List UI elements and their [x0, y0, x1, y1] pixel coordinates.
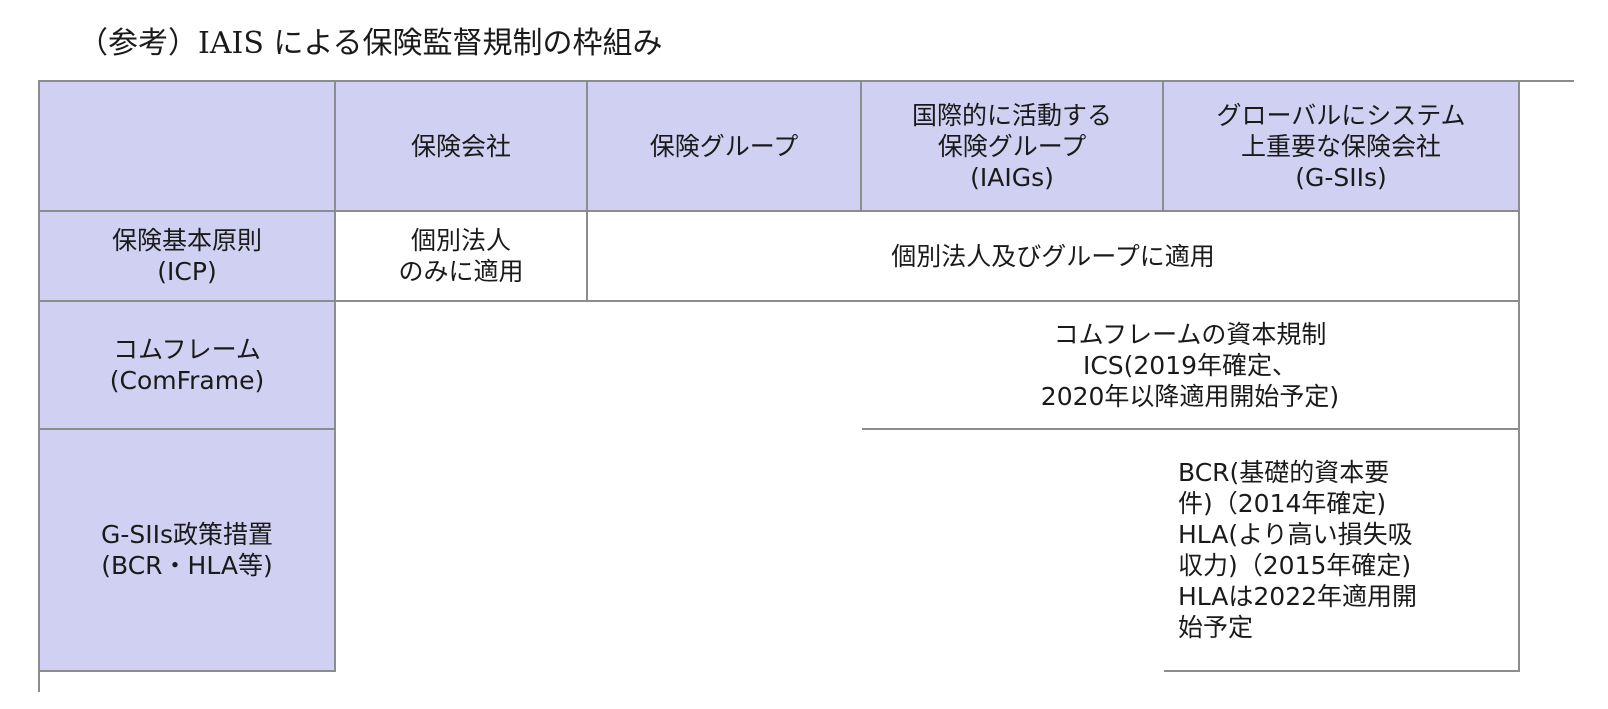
row-label-gsii-measures: G-SIIs政策措置 (BCR・HLA等) [40, 430, 336, 672]
row-label-comframe: コムフレーム (ComFrame) [40, 302, 336, 430]
header-iaigs: 国際的に活動する 保険グループ (IAIGs) [862, 82, 1164, 212]
header-gsiis: グローバルにシステム 上重要な保険会社 (G-SIIs) [1164, 82, 1520, 212]
header-insurer: 保険会社 [336, 82, 588, 212]
row-label-icp: 保険基本原則 (ICP) [40, 212, 336, 302]
icp-group-applied-cell: 個別法人及びグループに適用 [588, 212, 1520, 302]
icp-individual-only-cell: 個別法人 のみに適用 [336, 212, 588, 302]
framework-table: 保険会社 保険グループ 国際的に活動する 保険グループ (IAIGs) グローバ… [38, 80, 1574, 692]
comframe-ics-cell: コムフレームの資本規制 ICS(2019年確定、 2020年以降適用開始予定) [862, 302, 1520, 430]
page-title: （参考）IAIS による保険監督規制の枠組み [78, 26, 663, 61]
header-insurance-group: 保険グループ [588, 82, 862, 212]
header-corner-cell [40, 82, 336, 212]
gsii-bcr-hla-cell: BCR(基礎的資本要 件)（2014年確定) HLA(より高い損失吸 収力)（2… [1164, 430, 1520, 672]
